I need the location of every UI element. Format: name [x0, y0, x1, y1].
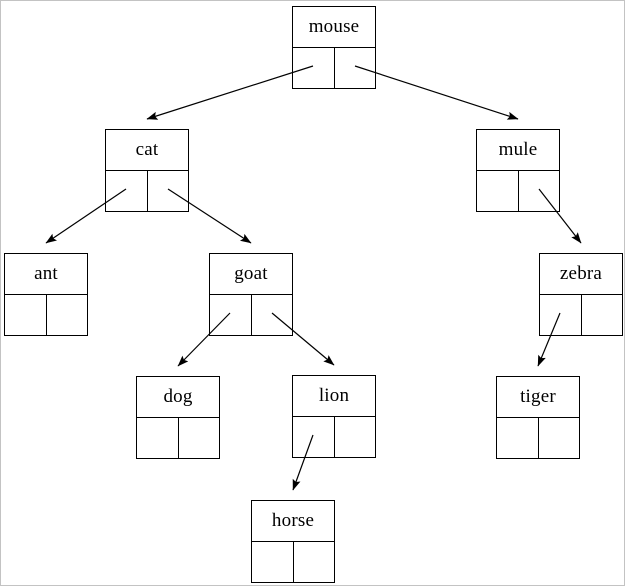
- node-label: cat: [106, 130, 188, 171]
- node-label: horse: [252, 501, 334, 542]
- right-pointer-cell: [179, 418, 220, 458]
- node-label: mule: [477, 130, 559, 171]
- node-pointer-cells: [5, 295, 87, 335]
- tree-node-ant: ant: [4, 253, 88, 336]
- node-label: mouse: [293, 7, 375, 48]
- left-pointer-cell: [477, 171, 519, 211]
- node-label: dog: [137, 377, 219, 418]
- node-pointer-cells: [497, 418, 579, 458]
- right-pointer-cell: [294, 542, 335, 582]
- node-label: tiger: [497, 377, 579, 418]
- right-pointer-cell: [582, 295, 623, 335]
- node-pointer-cells: [252, 542, 334, 582]
- right-pointer-cell: [335, 417, 376, 457]
- left-pointer-cell: [252, 542, 294, 582]
- tree-node-goat: goat: [209, 253, 293, 336]
- tree-node-mule: mule: [476, 129, 560, 212]
- right-pointer-cell: [148, 171, 189, 211]
- tree-node-zebra: zebra: [539, 253, 623, 336]
- node-pointer-cells: [210, 295, 292, 335]
- left-pointer-cell: [540, 295, 582, 335]
- node-label: zebra: [540, 254, 622, 295]
- node-pointer-cells: [137, 418, 219, 458]
- node-label: ant: [5, 254, 87, 295]
- tree-node-mouse: mouse: [292, 6, 376, 89]
- node-pointer-cells: [477, 171, 559, 211]
- edge-mouse-left-cat: [146, 65, 314, 120]
- right-pointer-cell: [47, 295, 88, 335]
- right-pointer-cell: [539, 418, 580, 458]
- node-label: goat: [210, 254, 292, 295]
- node-label: lion: [293, 376, 375, 417]
- left-pointer-cell: [293, 417, 335, 457]
- right-pointer-cell: [335, 48, 376, 88]
- left-pointer-cell: [497, 418, 539, 458]
- tree-node-cat: cat: [105, 129, 189, 212]
- left-pointer-cell: [5, 295, 47, 335]
- tree-node-lion: lion: [292, 375, 376, 458]
- tree-node-dog: dog: [136, 376, 220, 459]
- left-pointer-cell: [293, 48, 335, 88]
- edge-mouse-right-mule: [354, 65, 519, 120]
- right-pointer-cell: [519, 171, 560, 211]
- right-pointer-cell: [252, 295, 293, 335]
- tree-node-horse: horse: [251, 500, 335, 583]
- node-pointer-cells: [293, 48, 375, 88]
- left-pointer-cell: [137, 418, 179, 458]
- node-pointer-cells: [293, 417, 375, 457]
- tree-node-tiger: tiger: [496, 376, 580, 459]
- node-pointer-cells: [106, 171, 188, 211]
- left-pointer-cell: [210, 295, 252, 335]
- node-pointer-cells: [540, 295, 622, 335]
- left-pointer-cell: [106, 171, 148, 211]
